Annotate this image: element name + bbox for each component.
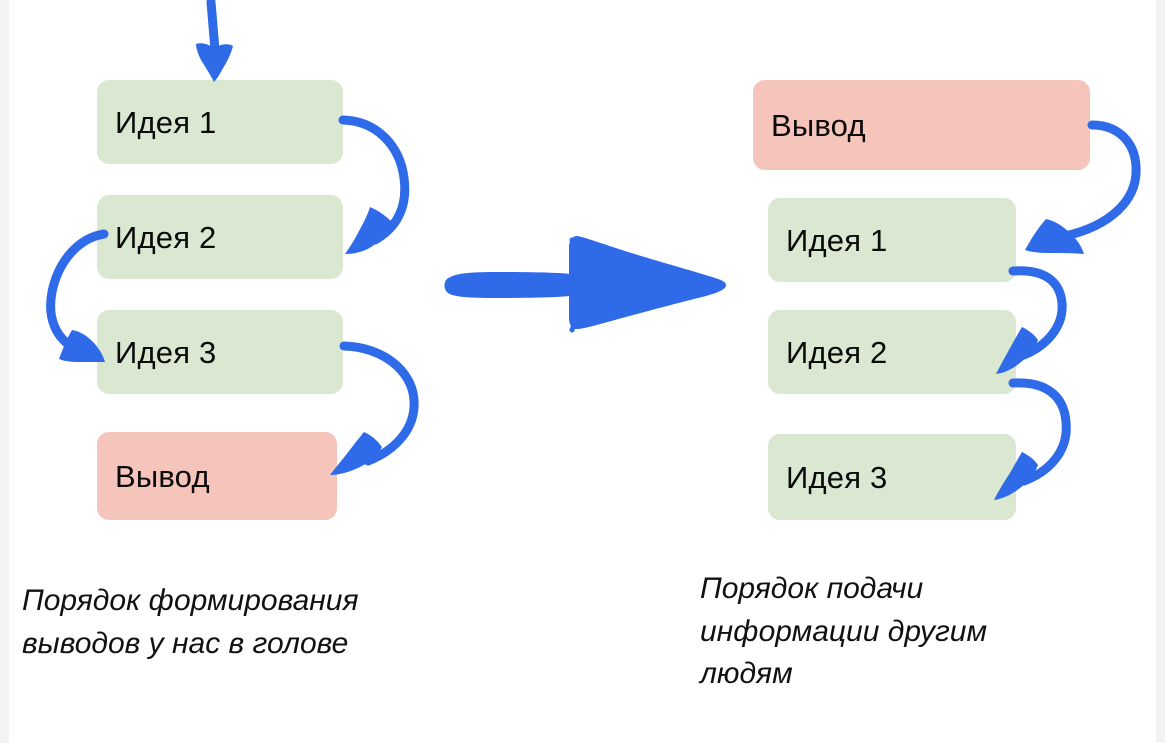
node-label: Идея 2 [786, 334, 888, 370]
node-right-idea-3[interactable]: Идея 3 [768, 434, 1016, 520]
left-edge-strip [0, 0, 9, 743]
connector-left-idea1-to-idea2 [338, 115, 410, 254]
right-edge-strip [1156, 0, 1165, 743]
caption-left: Порядок формирования выводов у нас в гол… [22, 584, 359, 660]
node-label: Идея 3 [786, 459, 888, 495]
node-label: Идея 1 [786, 222, 888, 258]
node-label: Идея 2 [115, 219, 217, 255]
node-left-conclusion[interactable]: Вывод [97, 432, 337, 520]
node-right-conclusion[interactable]: Вывод [753, 80, 1090, 170]
transform-arrow-icon [444, 236, 726, 333]
node-label: Идея 1 [115, 104, 217, 140]
node-right-idea-2[interactable]: Идея 2 [768, 310, 1016, 394]
caption-right: Порядок подачи информации другим людям [700, 572, 988, 691]
node-left-idea-2[interactable]: Идея 2 [97, 195, 343, 279]
entry-down-arrow-icon [196, 0, 233, 82]
node-right-idea-1[interactable]: Идея 1 [768, 198, 1016, 282]
node-label: Вывод [771, 107, 866, 143]
node-left-idea-3[interactable]: Идея 3 [97, 310, 343, 394]
node-left-idea-1[interactable]: Идея 1 [97, 80, 343, 164]
node-label: Вывод [115, 458, 210, 494]
node-label: Идея 3 [115, 334, 217, 370]
